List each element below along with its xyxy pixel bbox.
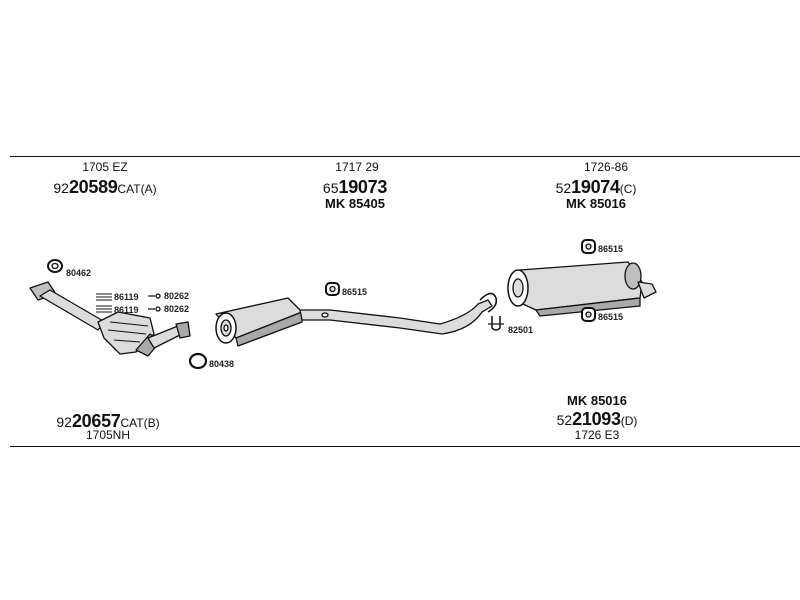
hanger-icon[interactable] — [581, 307, 596, 322]
gasket-icon[interactable] — [47, 259, 63, 273]
bolt-icon[interactable] — [96, 293, 112, 313]
part-number: 19073 — [338, 177, 388, 197]
part-number-label[interactable]: 9220589CAT(A) — [53, 176, 156, 200]
part-prefix: 52 — [555, 180, 572, 196]
part-number-label[interactable]: 6519073 — [323, 176, 387, 200]
part-number: 19074 — [571, 177, 620, 197]
hanger-icon[interactable] — [581, 239, 596, 254]
part-number: 20589 — [68, 177, 118, 197]
top-divider — [10, 156, 800, 157]
mk-label: MK 85405 — [325, 196, 385, 211]
part-code-label: 1705NH — [85, 428, 131, 442]
nut-code: 80262 — [164, 291, 190, 301]
mk-label: MK 85016 — [566, 196, 626, 211]
bolt-code: 86119 — [114, 305, 139, 315]
hanger-code: 86515 — [342, 287, 368, 297]
part-suffix: (C) — [619, 182, 637, 196]
clamp-code: 80438 — [209, 359, 235, 369]
middle-silencer[interactable] — [215, 297, 303, 347]
hanger-icon[interactable] — [325, 282, 340, 296]
part-number: 21093 — [572, 409, 621, 429]
part-prefix: 92 — [56, 414, 72, 430]
catalytic-converter-assembly[interactable] — [29, 281, 191, 357]
u-clamp-code: 82501 — [508, 325, 534, 335]
nut-code: 80262 — [164, 304, 190, 314]
part-prefix: 65 — [322, 180, 339, 196]
part-suffix: CAT(A) — [117, 182, 157, 196]
part-code-label: 1705 EZ — [82, 160, 128, 174]
bolt-code: 86119 — [114, 292, 139, 302]
u-clamp-icon[interactable] — [488, 316, 504, 331]
part-suffix: (D) — [620, 414, 638, 428]
hanger-code: 86515 — [598, 244, 624, 254]
part-code-label: 1717 29 — [335, 160, 379, 174]
hanger-code: 86515 — [598, 312, 624, 322]
nut-icon[interactable] — [148, 293, 161, 312]
part-suffix: CAT(B) — [120, 416, 160, 430]
rear-silencer[interactable] — [507, 261, 657, 317]
mk-label: MK 85016 — [567, 393, 627, 408]
clamp-icon[interactable] — [188, 352, 208, 370]
part-prefix: 52 — [556, 412, 573, 428]
part-number-label[interactable]: 5221093(D) — [557, 408, 638, 432]
part-code-label: 1726 E3 — [574, 428, 620, 442]
part-number: 20657 — [71, 411, 121, 431]
part-prefix: 92 — [53, 180, 69, 196]
gasket-code: 80462 — [66, 268, 92, 278]
intermediate-pipe[interactable] — [299, 292, 498, 335]
part-number-label[interactable]: 5219074(C) — [556, 176, 637, 200]
part-code-label: 1726-86 — [583, 160, 629, 174]
part-number-label[interactable]: 9220657CAT(B) — [56, 410, 159, 434]
bottom-divider — [10, 446, 800, 447]
